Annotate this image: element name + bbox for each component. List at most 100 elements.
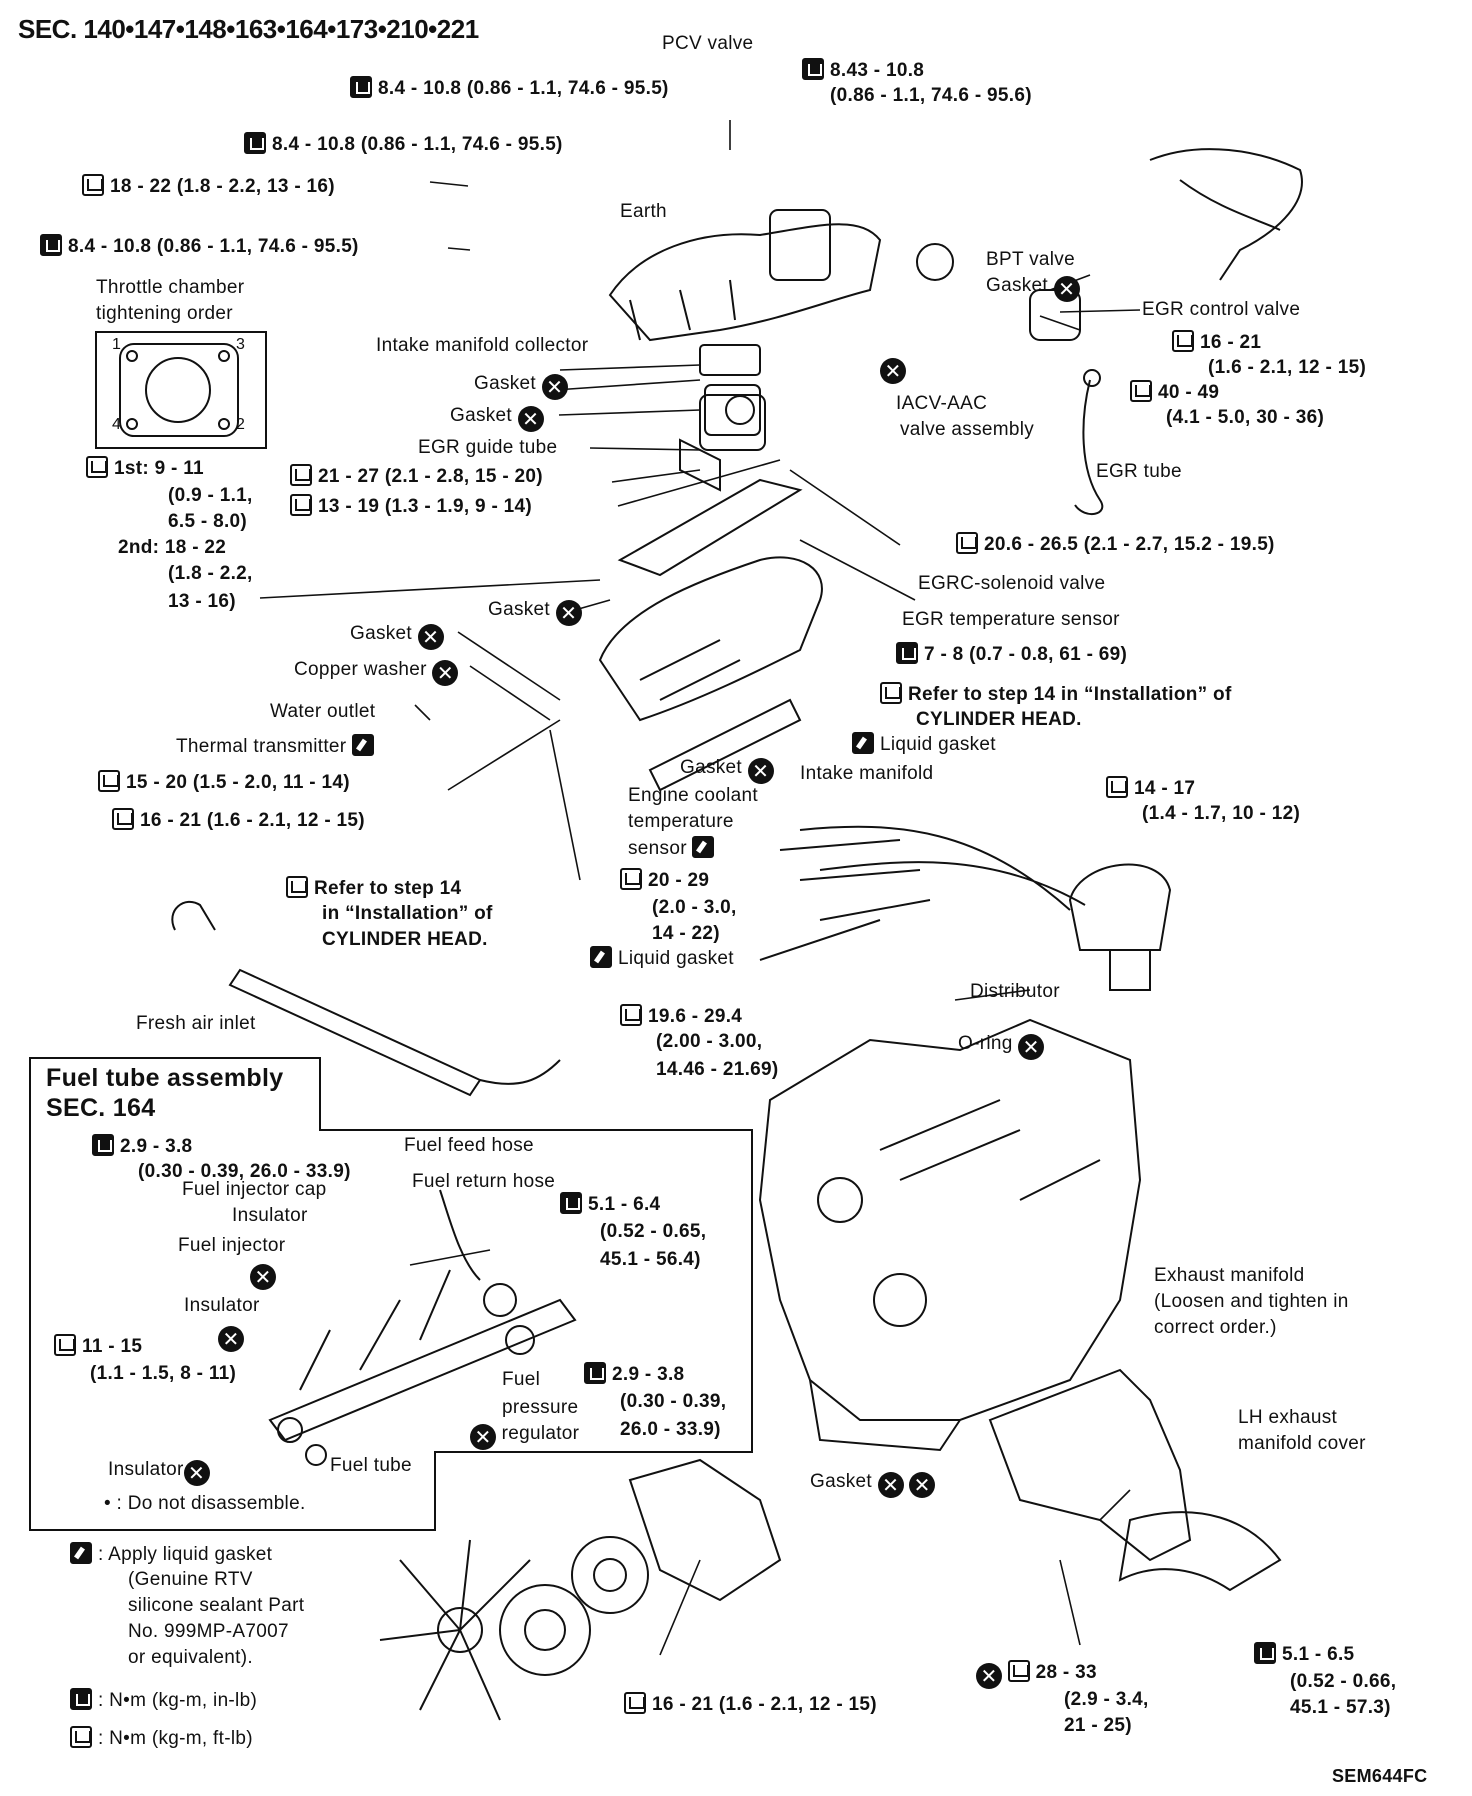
liquid-gasket-icon xyxy=(352,734,374,756)
thermal-transmitter-text: Thermal transmitter xyxy=(176,736,347,757)
torque-label-17c: CYLINDER HEAD. xyxy=(322,929,488,950)
replace-icon: ✕ xyxy=(432,660,459,686)
ect-label-1: Engine coolant xyxy=(628,785,758,806)
torque-value: 21 - 27 (2.1 - 2.8, 15 - 20) xyxy=(318,466,543,487)
legend-text: : N•m (kg-m, ft-lb) xyxy=(98,1728,253,1749)
replace-icon: ✕ xyxy=(541,374,568,400)
gasket-label-top: Gasket ✕ xyxy=(986,274,1080,302)
engine-block-art xyxy=(758,1018,1142,1452)
nm-ft-lb-icon xyxy=(1130,380,1152,402)
gasket-label-4: Gasket ✕ xyxy=(350,622,444,650)
torque-label-21: ✕ 28 - 33 xyxy=(976,1660,1097,1689)
replace-icon: ✕ xyxy=(909,1472,936,1498)
torque-label-21c: 21 - 25) xyxy=(1064,1715,1132,1736)
fresh-air-inlet-label: Fresh air inlet xyxy=(136,1013,256,1034)
torque-label-18c: 14 - 22) xyxy=(652,923,720,944)
torque-label-19b: (2.00 - 3.00, xyxy=(656,1031,763,1052)
egr-guide-tube-label: EGR guide tube xyxy=(418,437,558,458)
nm-in-lb-icon xyxy=(1254,1642,1276,1664)
nm-ft-lb-icon xyxy=(880,682,902,704)
torque-label-8b: (0.9 - 1.1, xyxy=(168,485,253,506)
bpt-valve-label: BPT valve xyxy=(986,249,1075,270)
torque-value: 13 - 19 (1.3 - 1.9, 9 - 14) xyxy=(318,496,533,517)
torque-value: 28 - 33 xyxy=(1035,1662,1097,1683)
replace-icon: ✕ xyxy=(877,1472,904,1498)
torque-label-12: 7 - 8 (0.7 - 0.8, 61 - 69) xyxy=(896,642,1127,667)
torque-value: 8.4 - 10.8 (0.86 - 1.1, 74.6 - 95.5) xyxy=(272,134,563,155)
order-number-2: 2 xyxy=(236,416,246,433)
torque-value: 5.1 - 6.5 xyxy=(1282,1644,1355,1665)
torque-label-22: 16 - 21 (1.6 - 2.1, 12 - 15) xyxy=(624,1692,877,1717)
torque-label-3: 18 - 22 (1.8 - 2.2, 13 - 16) xyxy=(82,174,335,199)
torque-value: 1st: 9 - 11 xyxy=(114,458,204,479)
fuel-rail-art xyxy=(268,1189,577,1466)
nm-ft-lb-icon xyxy=(112,808,134,830)
throttle-order-label-1: Throttle chamber xyxy=(96,277,245,298)
nm-ft-lb-icon xyxy=(290,494,312,516)
replace-icon: ✕ xyxy=(1053,276,1080,302)
torque-label-16b: (1.4 - 1.7, 10 - 12) xyxy=(1142,803,1301,824)
torque-label-7: 40 - 49 xyxy=(1130,380,1219,405)
torque-value: 40 - 49 xyxy=(1158,382,1220,403)
fresh-air-inlet-art xyxy=(171,900,561,1097)
nm-ft-lb-icon xyxy=(286,876,308,898)
nm-in-lb-icon xyxy=(92,1134,114,1156)
liquid-gasket-icon xyxy=(70,1542,92,1564)
liquid-gasket-icon xyxy=(852,732,874,754)
torque-label-8f: 13 - 16) xyxy=(168,591,236,612)
replace-icon: ✕ xyxy=(747,758,774,784)
legend-liquid-gasket-3: silicone sealant Part xyxy=(128,1595,305,1616)
exhaust-manifold-label-3: correct order.) xyxy=(1154,1317,1277,1338)
nm-ft-lb-icon xyxy=(624,1692,646,1714)
liquid-gasket-text: Liquid gasket xyxy=(880,734,996,755)
lh-cover-label-1: LH exhaust xyxy=(1238,1407,1338,1428)
torque-value: 7 - 8 (0.7 - 0.8, 61 - 69) xyxy=(924,644,1128,665)
fuel-box-outline xyxy=(29,1057,753,1531)
torque-label-18: 20 - 29 xyxy=(620,868,709,893)
distributor-art xyxy=(799,825,1172,991)
ect-label-2: temperature xyxy=(628,811,734,832)
torque-label-20b: (0.52 - 0.66, xyxy=(1290,1671,1397,1692)
lh-cover-label-2: manifold cover xyxy=(1238,1433,1366,1454)
fuel-tube-label: Fuel tube xyxy=(330,1455,412,1476)
gasket-label-1: Gasket ✕ xyxy=(474,372,568,400)
torque-label-2: 8.4 - 10.8 (0.86 - 1.1, 74.6 - 95.5) xyxy=(244,132,563,157)
fuel-return-hose-label: Fuel return hose xyxy=(412,1171,556,1192)
replace-icon: ✕ xyxy=(417,624,444,650)
throttle-order-label-2: tightening order xyxy=(96,303,233,324)
insulator-label-2: Insulator xyxy=(184,1295,260,1316)
torque-value: Refer to step 14 in “Installation” of xyxy=(908,684,1232,705)
torque-label-19c: 14.46 - 21.69) xyxy=(656,1059,779,1080)
copper-washer-label: Copper washer ✕ xyxy=(294,658,459,686)
nm-in-lb-icon xyxy=(70,1688,92,1710)
fuel-feed-hose-label: Fuel feed hose xyxy=(404,1135,534,1156)
torque-label-17b: in “Installation” of xyxy=(322,903,493,924)
torque-value: 18 - 22 (1.8 - 2.2, 13 - 16) xyxy=(110,176,335,197)
torque-label-8d: 2nd: 18 - 22 xyxy=(118,537,227,558)
fuel-torque-4c: 26.0 - 33.9) xyxy=(620,1419,721,1440)
torque-label-13: Refer to step 14 in “Installation” of xyxy=(880,682,1232,707)
torque-value: 8.43 - 10.8 xyxy=(830,60,925,81)
cooling-art xyxy=(379,1458,782,1721)
do-not-disassemble-note: • : Do not disassemble. xyxy=(104,1493,306,1514)
gasket-iacv-replace: ✕ xyxy=(880,356,906,384)
replace-icon: ✕ xyxy=(517,406,544,432)
injector-replace: ✕ xyxy=(250,1262,276,1290)
torque-label-20c: 45.1 - 57.3) xyxy=(1290,1697,1391,1718)
torque-value: 14 - 17 xyxy=(1134,778,1196,799)
replace-icon: ✕ xyxy=(218,1326,244,1352)
gasket-text: Gasket xyxy=(986,275,1048,296)
order-number-1: 1 xyxy=(112,336,122,353)
torque-label-14: 15 - 20 (1.5 - 2.0, 11 - 14) xyxy=(98,770,350,795)
ect-label-3: sensor xyxy=(628,836,720,861)
thermal-transmitter-label: Thermal transmitter xyxy=(176,734,380,759)
egr-tube-label: EGR tube xyxy=(1096,461,1182,482)
figure-code: SEM644FC xyxy=(1332,1766,1428,1786)
nm-in-lb-icon xyxy=(802,58,824,80)
torque-label-7b: (4.1 - 5.0, 30 - 36) xyxy=(1166,407,1325,428)
fuel-injector-cap-label: Fuel injector cap xyxy=(182,1179,327,1200)
harness-art xyxy=(1149,148,1303,281)
fuel-torque-4b: (0.30 - 0.39, xyxy=(620,1391,727,1412)
exhaust-manifold-art xyxy=(988,1368,1192,1562)
